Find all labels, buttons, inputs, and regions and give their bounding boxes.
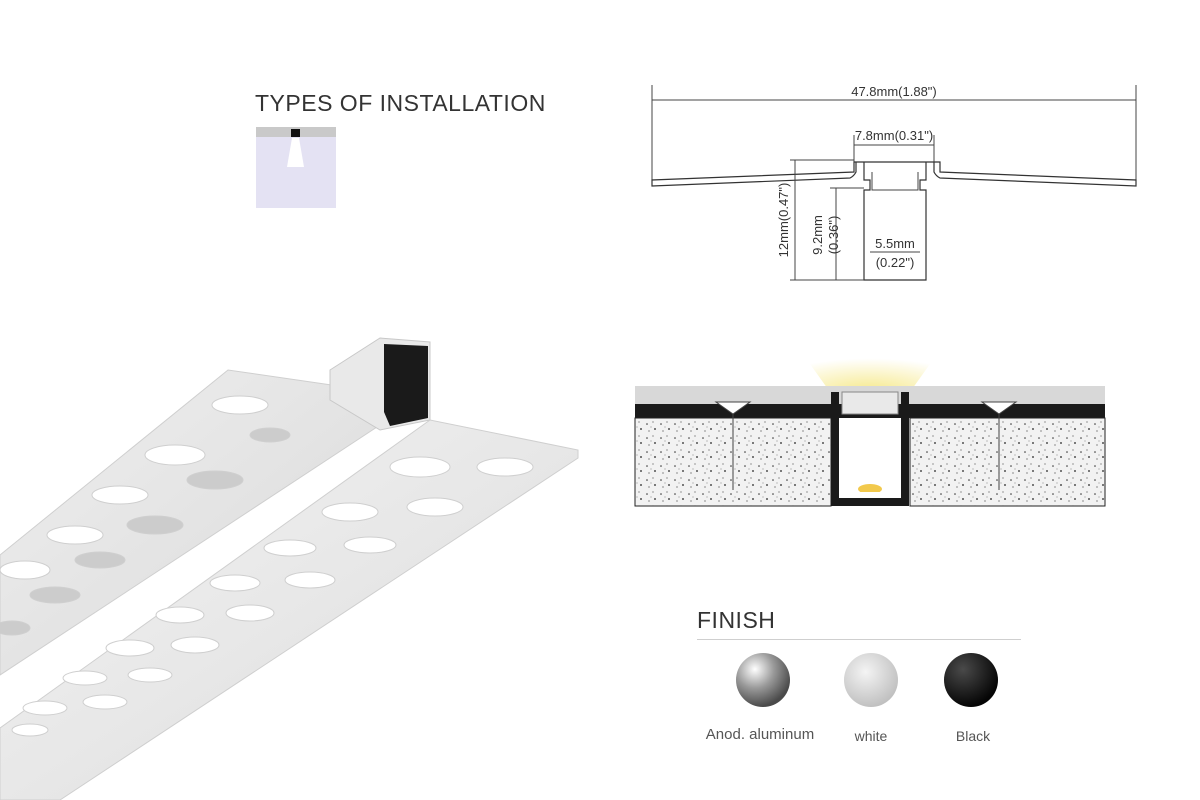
dimension-drawing: 47.8mm(1.88") 7.8mm(0.31") 12mm(0.47") 9… [651, 84, 1137, 281]
inner-height-in-label: (0.36") [826, 216, 841, 255]
finish-divider [697, 639, 1021, 640]
icon-fixture [291, 129, 300, 137]
finish-swatch-black [944, 653, 998, 707]
installation-cross-section [634, 350, 1106, 507]
screws [714, 401, 1018, 490]
overall-width-label: 47.8mm(1.88") [851, 84, 937, 99]
finish-title: FINISH [697, 607, 776, 633]
led-strip [854, 492, 886, 497]
channel-width-label: 7.8mm(0.31") [855, 128, 933, 143]
finish-label-black: Black [955, 728, 991, 744]
profile-outline [651, 161, 1137, 281]
light-glow [800, 350, 940, 392]
installation-type-icon [256, 127, 336, 208]
profile-channel [831, 392, 909, 506]
diffuser [841, 391, 899, 415]
led-chip [858, 484, 882, 494]
flange-holes [0, 395, 534, 737]
finish-swatch-white [844, 653, 898, 707]
finish-label-aluminum: Anod. aluminum [705, 726, 815, 743]
finish-label-white: white [854, 728, 888, 744]
inner-height-mm-label: 9.2mm [810, 215, 825, 255]
concrete-right [909, 417, 1106, 507]
black-insert [384, 344, 428, 426]
inner-channel [871, 172, 919, 191]
finish-swatch-aluminum [736, 653, 790, 707]
installation-title: TYPES OF INSTALLATION [255, 90, 546, 116]
icon-light-beam [287, 138, 304, 167]
inner-width-mm-label: 5.5mm [875, 236, 915, 251]
inner-width-in-label: (0.22") [876, 255, 915, 270]
total-height-label: 12mm(0.47") [776, 183, 791, 258]
profile-3d-render [0, 337, 579, 800]
